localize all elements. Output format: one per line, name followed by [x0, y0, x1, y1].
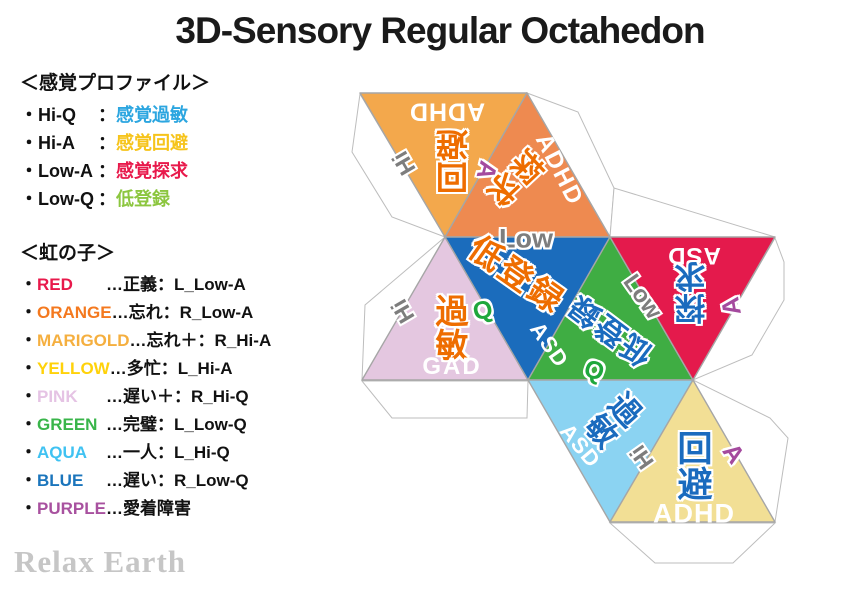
color-desc: …多忙：L_Hi-A [109, 359, 233, 378]
profile-colon: ： [98, 161, 116, 181]
rainbow-row-purple: ・PURPLE…愛着障害 [20, 495, 271, 523]
label-kaihi-marigold: 回避 [435, 126, 469, 195]
profile-row-lowa: ・Low-A：感覚探求 [20, 157, 210, 185]
bullet: ・ [20, 471, 37, 490]
color-name: YELLOW [37, 359, 110, 378]
color-name: ORANGE [37, 303, 112, 322]
rainbow-row-yellow: ・YELLOW…多忙：L_Hi-A [20, 355, 271, 383]
bullet: ・ [20, 359, 37, 378]
label-kaihi-yellow: 回避 [677, 429, 713, 505]
color-desc: …忘れ：R_Low-A [111, 303, 254, 322]
profile-row-hiq: ・Hi-Q ：感覚過敏 [20, 101, 210, 129]
bullet: ・ [20, 415, 37, 434]
color-desc: …正義：L_Low-A [106, 275, 246, 294]
bullet: ・ [20, 331, 37, 350]
profile-colon: ： [98, 133, 116, 153]
color-desc: …完璧：L_Low-Q [106, 415, 247, 434]
bullet: ・ [20, 499, 37, 518]
color-name: PINK [37, 387, 78, 406]
color-desc: …一人：L_Hi-Q [106, 443, 230, 462]
color-desc: …遅い：R_Low-Q [106, 471, 249, 490]
sensory-profile-heading: ＜感覚プロファイル＞ [20, 73, 211, 94]
profile-value: 感覚過敏 [116, 105, 188, 125]
color-desc: …遅い＋：R_Hi-Q [106, 387, 249, 406]
face-red-asd [609, 236, 776, 381]
label-adhd-yellow: ADHD [653, 498, 735, 529]
rainbow-row-aqua: ・AQUA …一人：L_Hi-Q [20, 439, 271, 467]
rainbow-children-legend: ＜虹の子＞ ・RED…正義：L_Low-A ・ORANGE…忘れ：R_Low-A… [20, 238, 271, 523]
profile-value: 感覚回避 [116, 133, 188, 153]
glue-flap [360, 380, 529, 419]
profile-key: ・Low-A [20, 161, 93, 181]
profile-value: 低登録 [116, 189, 170, 209]
face-yellow-adhd [609, 379, 776, 523]
rainbow-row-pink: ・PINK …遅い＋：R_Hi-Q [20, 383, 271, 411]
relax-earth-watermark: Relax Earth [14, 544, 187, 579]
rainbow-row-green: ・GREEN …完璧：L_Low-Q [20, 411, 271, 439]
rainbow-row-red: ・RED …正義：L_Low-A [20, 271, 271, 299]
color-name: PURPLE [37, 499, 106, 518]
glue-flap [608, 522, 777, 564]
bullet: ・ [20, 443, 37, 462]
sensory-profile-legend: ＜感覚プロファイル＞ ・Hi-Q：感覚過敏 ・Hi-A：感覚回避 ・Low-A：… [20, 68, 210, 213]
rainbow-heading: ＜虹の子＞ [20, 243, 116, 264]
color-name: MARIGOLD [37, 331, 130, 350]
color-desc: …忘れ＋：R_Hi-A [129, 331, 272, 350]
glue-flap [609, 187, 776, 238]
bullet: ・ [20, 303, 37, 322]
label-tankyu-red: 探求 [674, 258, 706, 325]
profile-colon: ： [98, 189, 116, 209]
rainbow-row-marigold: ・MARIGOLD…忘れ＋：R_Hi-A [20, 327, 271, 355]
profile-row-lowq: ・Low-Q：低登録 [20, 185, 210, 213]
page-title: 3D-Sensory Regular Octahedon [175, 10, 705, 51]
profile-value: 感覚探求 [116, 161, 188, 181]
color-name: BLUE [37, 471, 84, 490]
rainbow-row-orange: ・ORANGE…忘れ：R_Low-A [20, 299, 271, 327]
profile-key: ・Low-Q [20, 189, 94, 209]
bullet: ・ [20, 387, 37, 406]
color-name: AQUA [37, 443, 88, 462]
rainbow-row-blue: ・BLUE …遅い：R_Low-Q [20, 467, 271, 495]
label-kabin-pink: 過敏 [435, 293, 469, 364]
profile-key: ・Hi-A [20, 133, 75, 153]
label-adhd-marigold: ADHD [408, 97, 486, 126]
profile-key: ・Hi-Q [20, 105, 76, 125]
bullet: ・ [20, 275, 37, 294]
color-desc: …愛着障害 [106, 499, 191, 518]
color-name: GREEN [37, 415, 98, 434]
color-name: RED [37, 275, 73, 294]
label-low-top-edge: Low [499, 223, 553, 254]
label-gad-pink: GAD [422, 353, 482, 380]
profile-colon: ： [98, 105, 116, 125]
profile-row-hia: ・Hi-A ：感覚回避 [20, 129, 210, 157]
